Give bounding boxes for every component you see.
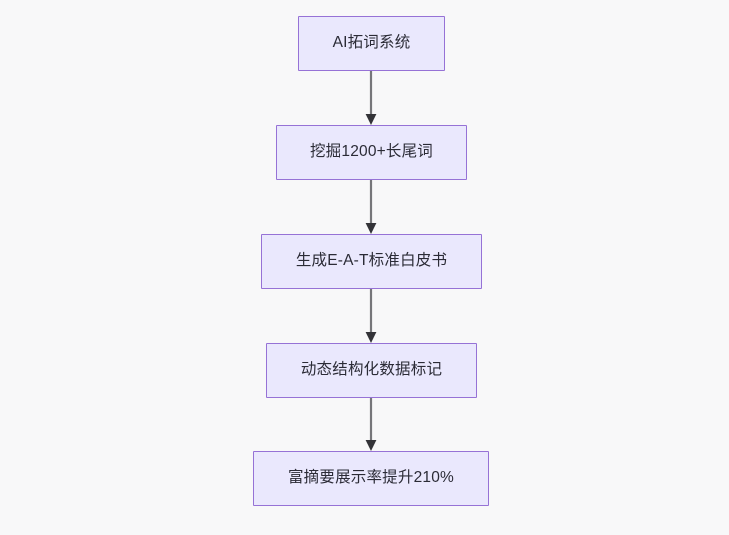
- flow-node-rich-snippet-result[interactable]: 富摘要展示率提升210%: [253, 451, 489, 506]
- arrowhead-icon: [365, 440, 377, 451]
- flow-node-label: AI拓词系统: [332, 34, 411, 52]
- flow-node-label: 生成E-A-T标准白皮书: [295, 252, 448, 270]
- arrowhead-icon: [365, 114, 377, 125]
- edge-n3-n4: [349, 283, 393, 349]
- flow-node-ai-keyword-system[interactable]: AI拓词系统: [298, 16, 445, 71]
- edge-n4-n5: [349, 392, 393, 457]
- flow-node-structured-data-markup[interactable]: 动态结构化数据标记: [266, 343, 477, 398]
- arrowhead-icon: [365, 223, 377, 234]
- edge-n2-n3: [349, 174, 393, 240]
- flow-node-eat-whitepaper[interactable]: 生成E-A-T标准白皮书: [261, 234, 482, 289]
- flow-node-longtail-keywords[interactable]: 挖掘1200+长尾词: [276, 125, 467, 180]
- arrowhead-icon: [365, 332, 377, 343]
- flow-node-label: 动态结构化数据标记: [300, 361, 443, 379]
- flow-node-label: 挖掘1200+长尾词: [309, 143, 434, 161]
- edge-n1-n2: [349, 65, 393, 131]
- flow-node-label: 富摘要展示率提升210%: [287, 469, 455, 487]
